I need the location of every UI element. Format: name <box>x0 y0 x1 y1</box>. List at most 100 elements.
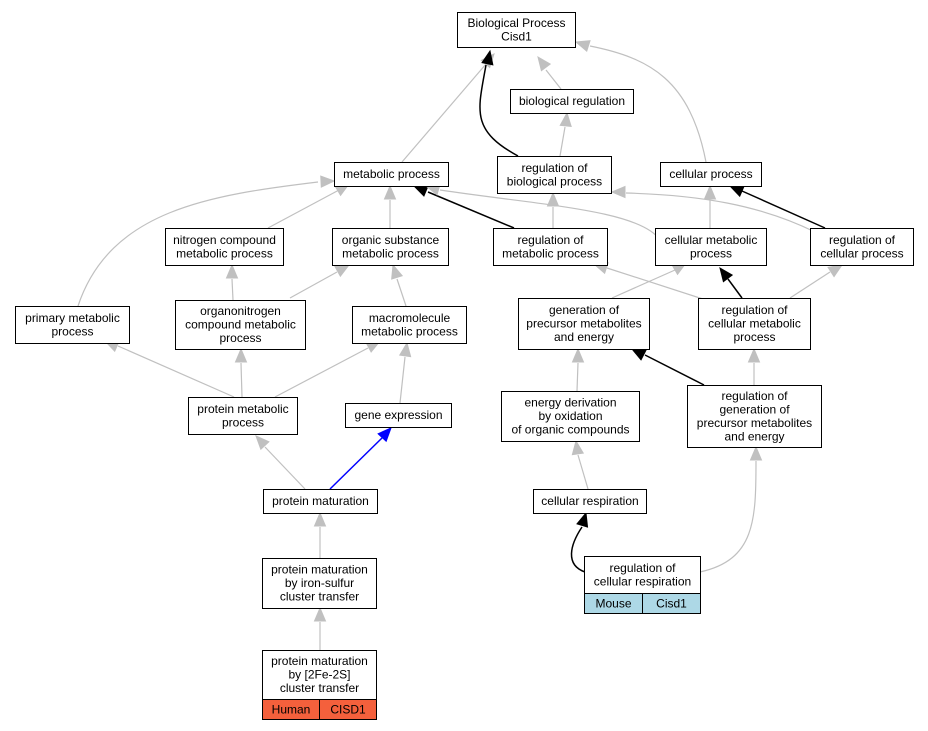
edge-orgsub-to-metab <box>383 184 397 228</box>
arrowhead-icon <box>320 175 336 188</box>
node-label-line: precursor metabolites <box>697 416 812 430</box>
node-label-line: precursor metabolites <box>526 317 641 331</box>
node-geneexp[interactable]: gene expression <box>345 403 452 428</box>
node-label-line: metabolic process <box>361 324 458 338</box>
edge-protmat-to-geneexp <box>329 427 392 490</box>
node-cellresp[interactable]: cellular respiration <box>533 489 647 514</box>
node-cellproc[interactable]: cellular process <box>660 162 762 187</box>
arrowhead-icon <box>255 435 270 451</box>
gene-label: Cisd1 <box>656 597 687 611</box>
arrowhead-icon <box>574 40 591 53</box>
edge-geneexp-to-macro <box>398 341 412 404</box>
arrowhead-icon <box>313 606 327 622</box>
node-label-line: organic substance <box>342 233 440 247</box>
node-metab[interactable]: metabolic process <box>334 162 449 187</box>
edge-regcellresp-to-reggen <box>699 445 763 573</box>
edges <box>77 40 844 650</box>
node-bioreg[interactable]: biological regulation <box>510 89 634 114</box>
node-label-line: cluster transfer <box>280 681 359 695</box>
edge-nitro-to-metab <box>267 183 351 229</box>
node-label-line: by iron-sulfur <box>285 576 354 590</box>
node-label-line: and energy <box>554 330 614 344</box>
edge-organo-to-nitro <box>225 263 239 301</box>
edge-bioreg-to-bp <box>537 55 562 90</box>
arrowhead-icon <box>610 185 626 199</box>
species-cell <box>319 699 377 720</box>
arrowhead-icon <box>728 185 745 198</box>
node-protmat[interactable]: protein maturation <box>263 489 378 514</box>
arrowhead-icon <box>225 263 239 279</box>
node-label-line: cellular metabolic <box>708 317 801 331</box>
node-label-line: regulation of <box>609 561 676 575</box>
arrowhead-icon <box>576 511 589 528</box>
node-label-line: Cisd1 <box>501 29 532 43</box>
edge-organo-to-orgsub <box>289 264 351 299</box>
species-cell <box>642 593 701 614</box>
node-label-line: protein maturation <box>272 494 369 508</box>
edge-energy-to-genprec <box>571 347 585 392</box>
node-label-line: regulation of <box>829 233 896 247</box>
arrowhead-icon <box>412 185 429 197</box>
node-label-line: regulation of <box>517 233 584 247</box>
species-label: Mouse <box>595 597 631 611</box>
node-label-line: organonitrogen <box>200 304 281 318</box>
edge-reggen-to-genprec <box>630 348 705 386</box>
node-label-line: of organic compounds <box>511 423 629 437</box>
node-label-line: gene expression <box>354 408 442 422</box>
arrowhead-icon <box>537 55 552 72</box>
node-label-line: cellular process <box>669 167 752 181</box>
node-label-line: generation of <box>549 303 620 317</box>
edge-regbio-to-bioreg <box>559 111 572 157</box>
node-label-line: cellular process <box>820 246 903 260</box>
gene-label: CISD1 <box>330 703 366 717</box>
edge-cellmetab-to-cellproc <box>703 184 717 228</box>
node-label-line: biological process <box>507 174 602 188</box>
node-label-line: biological regulation <box>519 94 625 108</box>
edge-primary-to-metab <box>77 175 336 307</box>
edge-regmetab-to-regbio <box>546 191 560 228</box>
edge-regcellmetab-to-cellmetab <box>719 266 743 299</box>
node-label-line: and energy <box>724 429 784 443</box>
node-label-line: regulation of <box>521 161 588 175</box>
node-label-line: protein maturation <box>271 563 368 577</box>
node-label-line: by [2Fe-2S] <box>288 668 350 682</box>
node-label-line: regulation of <box>721 303 788 317</box>
arrowhead-icon <box>313 511 327 527</box>
edge-regcellmetab-to-regmetab <box>592 262 707 301</box>
node-label-line: metabolic process <box>176 246 273 260</box>
node-label-line: metabolic process <box>343 167 440 181</box>
edge-cellproc-to-bp <box>574 40 707 163</box>
edge-regcellresp-to-cellresp <box>570 511 589 573</box>
edge-protmatfes-to-protmat <box>313 511 327 558</box>
species-label: Human <box>272 703 311 717</box>
node-label-line: compound metabolic <box>185 318 296 332</box>
node-label-line: process <box>733 330 775 344</box>
edge-regbio-to-bp <box>479 49 519 157</box>
node-label-line: by oxidation <box>538 409 602 423</box>
node-label-line: generation of <box>719 402 790 416</box>
node-label-line: cellular respiration <box>541 494 638 508</box>
edge-regcell-to-cellproc <box>728 185 826 229</box>
arrowhead-icon <box>383 184 397 200</box>
node-label-line: process <box>219 331 261 345</box>
arrowhead-icon <box>398 341 412 358</box>
